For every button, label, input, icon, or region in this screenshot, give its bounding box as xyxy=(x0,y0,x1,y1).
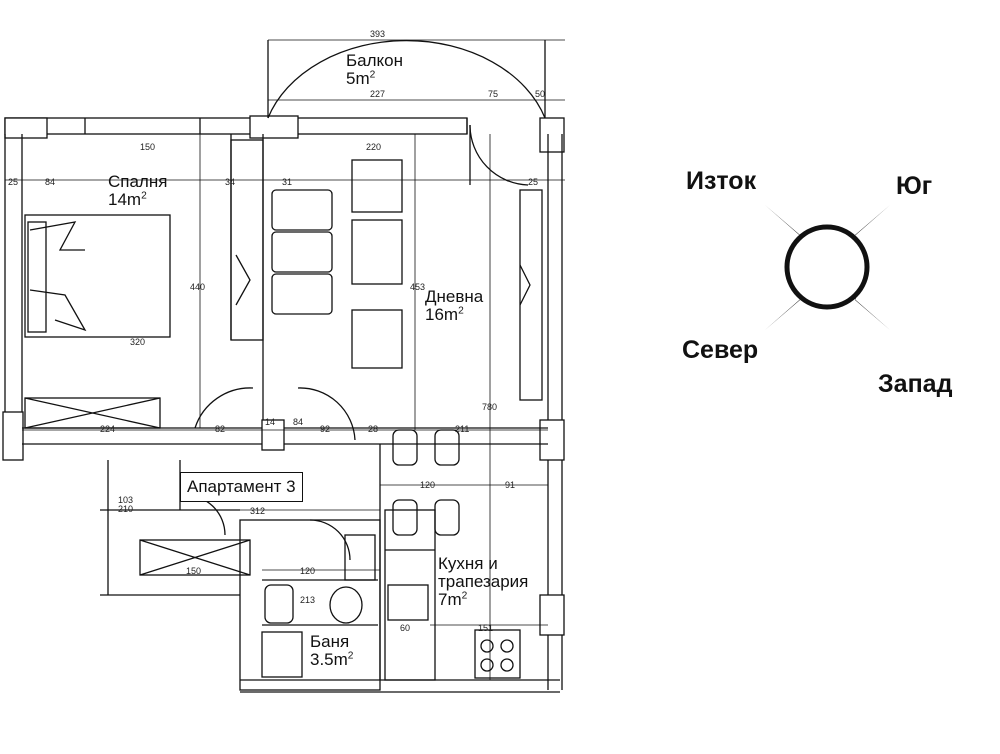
compass-label-east: Изток xyxy=(686,167,757,195)
room-area: 5m xyxy=(346,68,370,88)
room-name: Баня xyxy=(310,632,350,651)
dim-28: 28 xyxy=(368,424,378,434)
dim-224: 224 xyxy=(100,424,115,434)
compass-circle xyxy=(784,224,870,310)
room-label-bath: Баня 3.5m2 xyxy=(310,632,354,669)
dim-82: 82 xyxy=(215,424,225,434)
dim-151: 151 xyxy=(478,623,493,633)
dim-14: 14 xyxy=(265,417,275,427)
dim-84-b: 84 xyxy=(293,417,303,427)
compass-label-north: Север xyxy=(682,336,759,364)
room-label-living: Дневна 16m2 xyxy=(425,287,484,324)
dim-120: 120 xyxy=(420,480,435,490)
dim-440: 440 xyxy=(190,282,205,292)
room-label-bedroom: Спалня 14m2 xyxy=(108,172,168,209)
room-area: 7m xyxy=(438,589,462,609)
dim-84: 84 xyxy=(45,177,55,187)
dim-103: 103 xyxy=(118,495,133,505)
dim-211: 211 xyxy=(455,424,469,434)
dim-92: 92 xyxy=(320,424,330,434)
wall-top xyxy=(4,117,468,135)
dim-120-b: 120 xyxy=(300,566,315,576)
room-area: 16m xyxy=(425,304,459,324)
dim-31: 31 xyxy=(282,177,292,187)
dim-75: 75 xyxy=(488,89,498,99)
room-name: Балкон xyxy=(346,51,404,70)
room-name: Кухня и трапезария xyxy=(438,554,529,591)
room-label-kitchen: Кухня и трапезария 7m2 xyxy=(438,554,529,609)
dim-34: 34 xyxy=(225,177,235,187)
dim-210: 210 xyxy=(118,504,133,514)
dim-312: 312 xyxy=(250,506,265,516)
dim-227: 227 xyxy=(370,89,385,99)
dim-453: 453 xyxy=(410,282,425,292)
apartment-label: Апартамент 3 xyxy=(180,472,303,502)
dim-25-b: 25 xyxy=(528,177,538,187)
compass-rose xyxy=(765,205,890,330)
room-area: 14m xyxy=(108,189,142,209)
dim-780: 780 xyxy=(482,402,497,412)
dim-150: 150 xyxy=(140,142,155,152)
dim-213: 213 xyxy=(300,595,315,605)
room-label-balcony: Балкон 5m2 xyxy=(346,51,404,88)
room-area: 3.5m xyxy=(310,649,348,669)
compass-label-south: Юг xyxy=(896,172,933,200)
compass-label-west: Запад xyxy=(878,370,953,398)
dim-50: 50 xyxy=(535,89,545,99)
dim-91: 91 xyxy=(505,480,515,490)
dim-25: 25 xyxy=(8,177,18,187)
dim-220: 220 xyxy=(366,142,381,152)
dim-393: 393 xyxy=(370,29,385,39)
room-name: Дневна xyxy=(425,287,484,306)
room-name: Спалня xyxy=(108,172,168,191)
dim-320: 320 xyxy=(130,337,145,347)
dim-60: 60 xyxy=(400,623,410,633)
dim-150-b: 150 xyxy=(186,566,201,576)
